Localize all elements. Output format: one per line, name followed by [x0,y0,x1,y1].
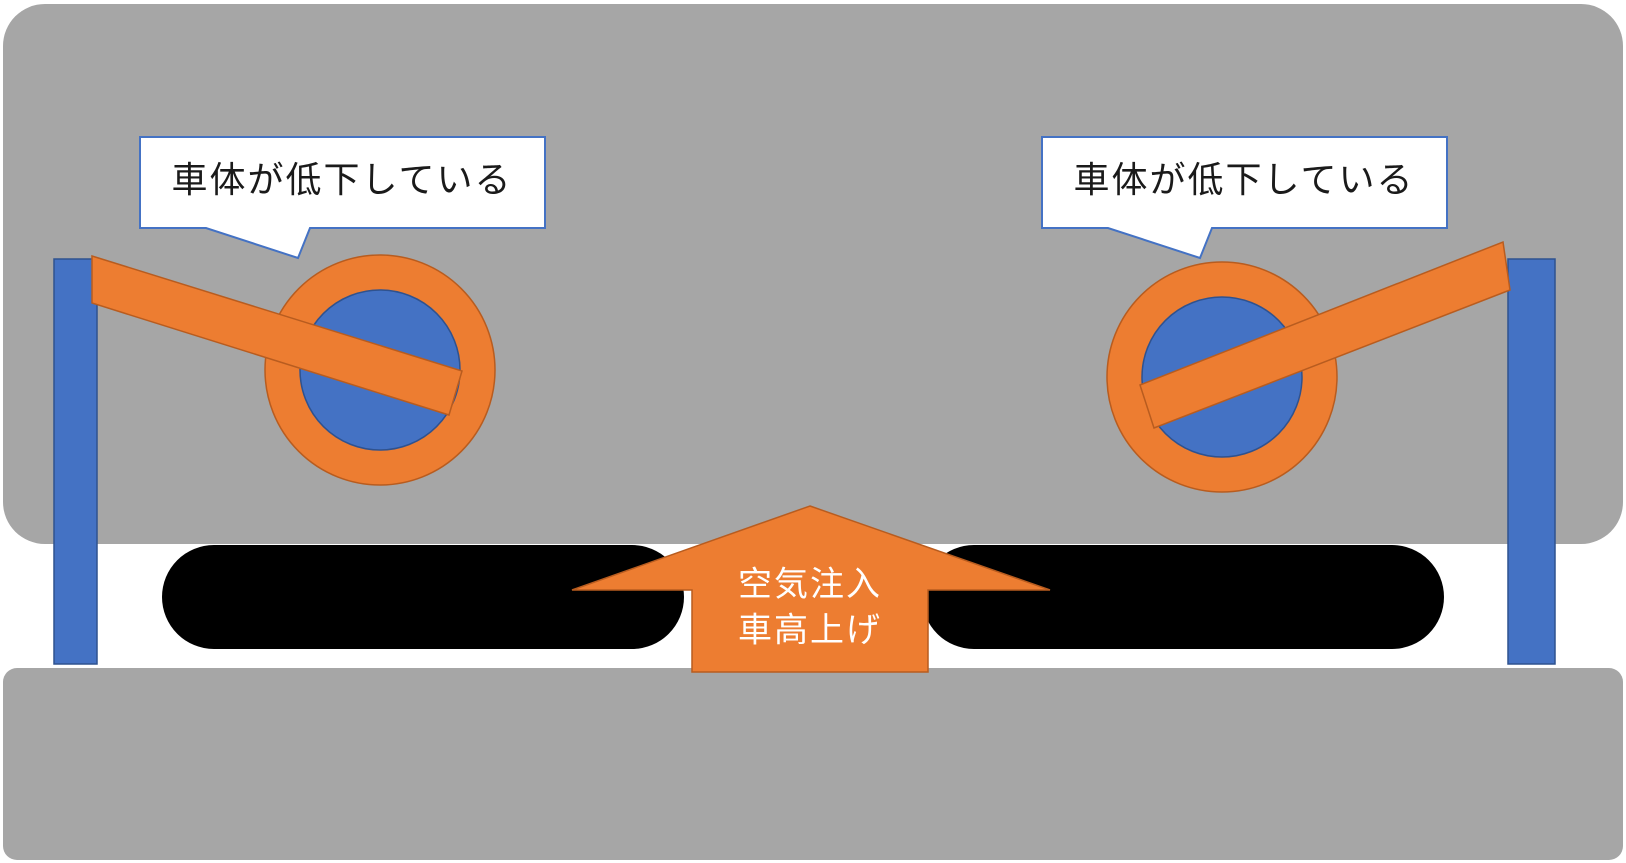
arm-left [91,254,463,416]
callout-left-box [139,136,546,260]
callout-right-box [1041,136,1448,260]
callout-right-text: 車体が低下している [1074,160,1415,201]
vehicle-body-upper [3,4,1623,544]
lift-arrow-shape [571,505,1051,673]
air-bag-left [162,545,684,649]
ground-base-lower [3,668,1623,860]
lift-arrow-line1: 空気注入 [738,565,882,605]
callout-left-text: 車体が低下している [172,160,513,201]
arm-right [1139,240,1511,429]
post-left [53,258,98,665]
callout-right: 車体が低下している [1041,136,1448,260]
lift-arrow-line2: 車高上げ [738,611,882,651]
post-right [1507,258,1556,665]
air-bag-right [922,545,1444,649]
callout-left: 車体が低下している [139,136,546,260]
lift-arrow: 空気注入 車高上げ [571,505,1051,673]
